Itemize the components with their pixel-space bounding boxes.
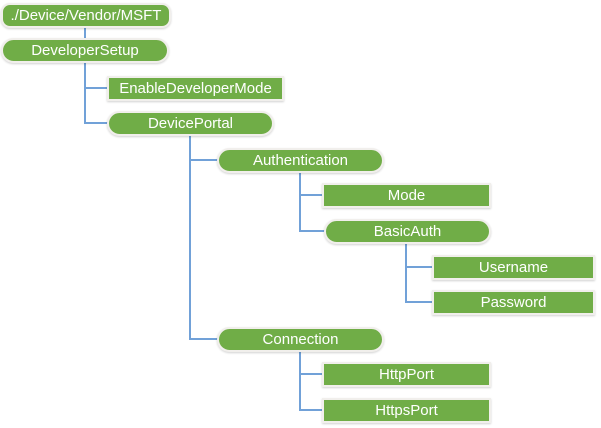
connector-branch-username [405,266,433,268]
connector-branch-deviceportal [84,122,108,124]
tree-node-username: Username [432,255,595,280]
connector-branch-httpsport [299,409,323,411]
connector-developersetup-stem [84,61,86,124]
connector-authentication-stem [299,172,301,232]
tree-node-connection: Connection [217,327,384,352]
tree-node-developersetup: DeveloperSetup [1,38,169,63]
tree-node-root: ./Device/Vendor/MSFT [1,3,171,28]
tree-node-httpsport: HttpsPort [322,398,491,423]
connector-branch-basicauth [299,230,325,232]
connector-connection-stem [299,350,301,411]
tree-node-mode: Mode [322,183,491,208]
tree-node-deviceportal: DevicePortal [107,111,274,136]
connector-basicauth-stem [405,242,407,303]
connector-branch-enabledevelopermode [84,87,108,89]
tree-node-authentication: Authentication [217,148,384,173]
connector-root-developersetup [84,27,86,40]
connector-branch-httpport [299,373,323,375]
connector-branch-connection [189,338,218,340]
tree-node-httpport: HttpPort [322,362,491,387]
tree-node-enabledevelopermode: EnableDeveloperMode [107,76,284,101]
connector-branch-password [405,301,433,303]
connector-branch-mode [299,194,323,196]
tree-node-basicauth: BasicAuth [324,219,491,244]
connector-branch-authentication [189,159,218,161]
connector-deviceportal-stem [189,135,191,340]
tree-node-password: Password [432,290,595,315]
